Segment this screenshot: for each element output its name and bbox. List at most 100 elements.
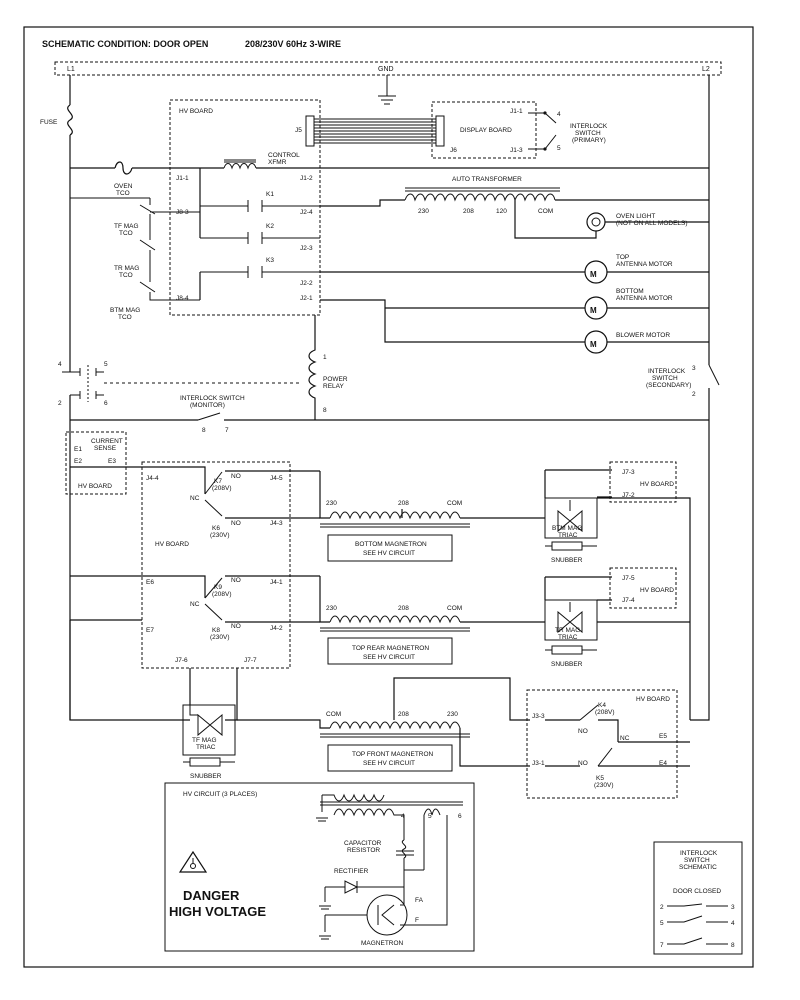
pin5-label: 5 [557, 145, 561, 152]
door-closed: DOOR CLOSED [673, 888, 721, 895]
tf-triac-symbol [189, 705, 223, 737]
magnetron-label: MAGNETRON [361, 940, 404, 947]
tf-mag-1: TF MAG [114, 223, 139, 230]
motor-m-3: M [590, 340, 597, 349]
tr-208: 208 [398, 605, 409, 612]
e4-label: E4 [659, 760, 667, 767]
k8-switch [204, 603, 223, 621]
danger-2: HIGH VOLTAGE [169, 904, 266, 919]
k6-label: K6 [212, 525, 220, 532]
display-board [431, 101, 537, 159]
btm-mag-2: TCO [118, 314, 132, 321]
danger-icon [178, 850, 208, 873]
j1-1-label: J1-1 [510, 108, 523, 115]
motor-m-1: M [590, 270, 597, 279]
dpdt-2: 2 [58, 400, 62, 407]
hvc-title: HV CIRCUIT (3 PLACES) [183, 791, 257, 798]
ribbon-cable [305, 115, 445, 147]
display-board-label: DISPLAY BOARD [460, 127, 512, 134]
hvc-secondary [333, 808, 448, 895]
r-hv-2: HV BOARD [640, 587, 674, 594]
k1-contact [200, 200, 320, 212]
tr-triac-2: TRIAC [558, 634, 578, 641]
pr-2: RELAY [323, 383, 344, 390]
iss-switch-7-8 [667, 937, 728, 945]
schematic-frame [23, 26, 754, 968]
hv-j1-2: J1-2 [300, 175, 313, 182]
tf-triac-2: TRIAC [196, 744, 216, 751]
power-spec: 208/230V 60Hz 3-WIRE [245, 39, 341, 49]
ground-symbol [378, 75, 396, 105]
iss-2: SWITCH [684, 857, 710, 864]
tf-208: 208 [398, 711, 409, 718]
j4-4: J4-4 [146, 475, 159, 482]
btm-triac-1: BTM MAG [552, 525, 582, 532]
j4-1: J4-1 [270, 579, 283, 586]
control-xfmr-1: CONTROL [268, 152, 300, 159]
supply-rail [54, 61, 722, 76]
hv-j8-4: J8-4 [176, 295, 189, 302]
fa-label: FA [415, 897, 424, 904]
magnetron-symbol [366, 894, 408, 936]
tr-box-1: TOP REAR MAGNETRON [352, 645, 429, 652]
cs-1: CURRENT [91, 438, 123, 445]
no-6: NO [578, 760, 588, 767]
tr-230: 230 [326, 605, 337, 612]
hv-j2-3: J2-3 [300, 245, 313, 252]
dpdt-4: 4 [58, 361, 62, 368]
interlock-monitor-switch [197, 412, 221, 421]
oven-tco-1: OVEN [114, 183, 133, 190]
interlock-primary-switch [528, 112, 557, 150]
k3-label: K3 [266, 257, 274, 264]
k2-label: K2 [266, 223, 274, 230]
tf-230: 230 [447, 711, 458, 718]
tap-230: 230 [418, 208, 429, 215]
hv-board-right-2 [609, 567, 677, 609]
hv-j2-4: J2-4 [300, 209, 313, 216]
motor-m-2: M [590, 306, 597, 315]
no-1: NO [231, 473, 241, 480]
tr-box-2: SEE HV CIRCUIT [363, 654, 415, 661]
iss-3: SCHEMATIC [679, 864, 717, 871]
l1-label: L1 [67, 66, 75, 73]
k9-label: K9 [214, 584, 222, 591]
sec-pin3: 3 [692, 365, 696, 372]
bm-com: COM [447, 500, 462, 507]
j7-5: J7-5 [622, 575, 635, 582]
j6-label: J6 [450, 147, 457, 154]
cap-2: RESISTOR [347, 847, 380, 854]
cs-2: SENSE [94, 445, 117, 452]
sec-pin2: 2 [692, 391, 696, 398]
k3-contact [200, 266, 320, 278]
e3-label: E3 [108, 458, 116, 465]
auto-transformer-label: AUTO TRANSFORMER [452, 176, 522, 183]
rectifier [325, 869, 424, 894]
hvc-6: 6 [458, 813, 462, 820]
snubber-3: SNUBBER [190, 773, 222, 780]
tap-com: COM [538, 208, 553, 215]
fuse-symbol [67, 104, 73, 136]
pr-pin1: 1 [323, 354, 327, 361]
e2-label: E2 [74, 458, 82, 465]
schematic-condition: SCHEMATIC CONDITION: DOOR OPEN [42, 39, 208, 49]
capacitor-resistor [396, 839, 414, 870]
tr-mag-2: TCO [119, 272, 133, 279]
k8-label: K8 [212, 627, 220, 634]
iss-8r: 8 [731, 942, 735, 949]
tr-transformer [320, 615, 470, 632]
interlock-dpdt [62, 365, 300, 402]
hv-j2-2: J2-2 [300, 280, 313, 287]
snubber-2: SNUBBER [551, 661, 583, 668]
btm-mag-tco [139, 262, 200, 301]
k7-label: K7 [214, 478, 222, 485]
hvc-5: 5 [428, 813, 432, 820]
j7-3: J7-3 [622, 469, 635, 476]
mon-pin7: 7 [225, 427, 229, 434]
tf-box [327, 744, 453, 772]
bm-208: 208 [398, 500, 409, 507]
iss-7l: 7 [660, 942, 664, 949]
k4-label: K4 [598, 702, 606, 709]
interlock-schematic-box [653, 841, 743, 955]
k1-label: K1 [266, 191, 274, 198]
k6v-label: (230V) [210, 532, 230, 539]
